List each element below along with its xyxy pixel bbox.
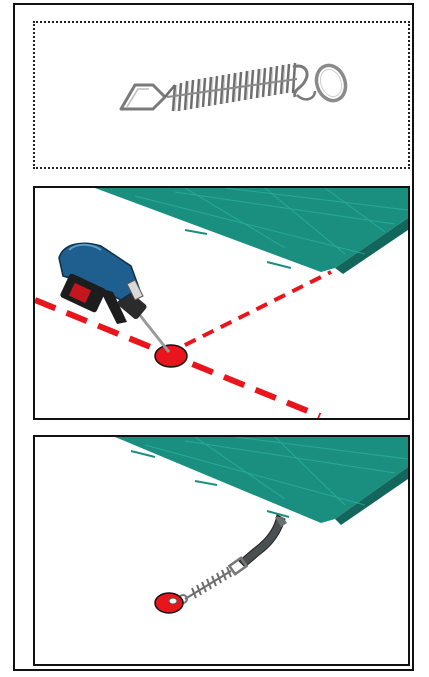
drilling-panel (33, 186, 410, 420)
drilling-scene (35, 188, 408, 418)
anchor-point-icon (155, 345, 187, 367)
attached-spring-panel (33, 435, 410, 666)
pool-cover (95, 188, 408, 274)
spring-anchor-panel (33, 21, 410, 169)
guide-line-edge (167, 272, 331, 354)
hammer-drill-icon (59, 243, 169, 352)
attached-scene (35, 437, 408, 664)
pool-cover (115, 437, 408, 525)
spring-anchor-icon (35, 23, 408, 167)
cover-strap-spring-icon (179, 515, 287, 603)
instruction-frame (13, 3, 414, 671)
anchor-point-icon (155, 593, 183, 613)
